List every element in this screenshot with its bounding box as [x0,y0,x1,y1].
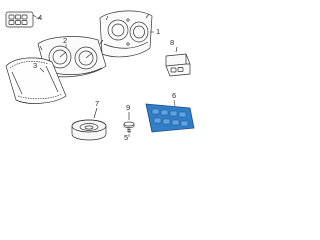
climate-control-panel-part-6 [145,99,195,133]
cluster-assembly-part-2 [37,36,107,78]
callout-3: 3 [33,61,37,70]
callout-5: 5 [124,133,128,142]
cluster-lens-part-3 [5,57,67,104]
cluster-housing-part-1 [99,10,153,58]
callout-6: 6 [172,91,176,100]
callout-7: 7 [95,99,99,108]
callout-8: 8 [170,38,174,47]
callout-1: 1 [156,27,160,36]
leader-lines [36,17,154,73]
switch-panel-part-4 [5,11,37,28]
callout-4: 4 [38,13,42,22]
parts-diagram: 1 2 3 4 8 7 9 6 5 [5,10,195,142]
rotary-switch-part-7 [71,107,107,141]
callout-2: 2 [63,36,67,45]
screw-part-9 [123,112,135,133]
callout-9: 9 [126,103,130,112]
module-part-8 [165,46,191,77]
